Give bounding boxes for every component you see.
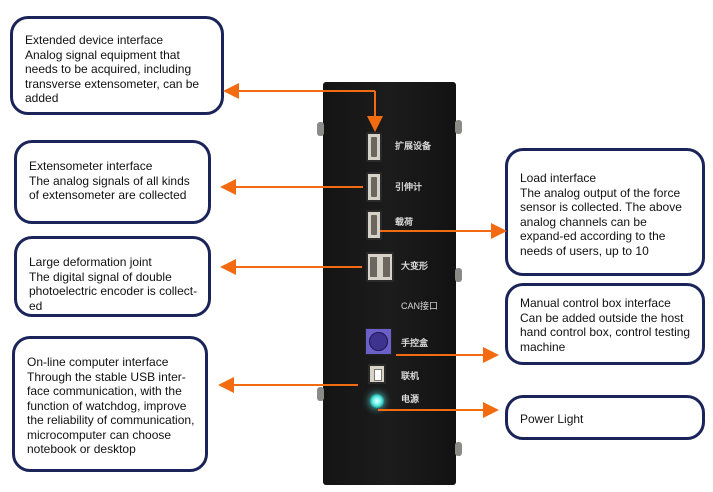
callout-large-deformation: Large deformation joint The digital sign…	[14, 236, 211, 317]
port-label-extended-device: 扩展设备	[395, 141, 432, 151]
callout-online-computer: On-line computer interface Through the s…	[12, 336, 208, 472]
port-label-hand-control-box: 手控盒	[401, 338, 429, 348]
callout-description: Can be added outside the host hand contr…	[520, 310, 691, 354]
usb-port-load	[366, 210, 382, 240]
side-screw	[455, 120, 462, 134]
side-screw	[455, 268, 462, 282]
port-label-can: CAN接口	[401, 301, 439, 311]
callout-title: Load interface	[520, 171, 597, 185]
callout-description: The analog signals of all kinds of exten…	[29, 173, 190, 203]
ps2-port-hand-control-box	[365, 328, 392, 355]
port-label-online: 联机	[401, 371, 420, 381]
side-screw	[317, 122, 324, 136]
callout-title: Manual control box interface	[520, 296, 671, 310]
port-label-large-deformation: 大变形	[401, 261, 429, 271]
callout-extended-device: Extended device interface Analog signal …	[10, 16, 224, 115]
callout-extensometer: Extensometer interface The analog signal…	[14, 140, 211, 224]
usb-b-port-online	[368, 364, 386, 384]
callout-title: Power Light	[520, 412, 584, 426]
callout-power-light: Power Light	[505, 395, 705, 440]
port-label-power: 电源	[401, 394, 420, 404]
usb-port-extended-device	[366, 132, 382, 162]
callout-description: The analog output of the force sensor is…	[520, 185, 682, 258]
side-screw	[455, 442, 462, 456]
usb-port-extensometer	[366, 172, 382, 202]
side-screw	[317, 387, 324, 401]
usb-port-large-deformation	[366, 252, 394, 282]
callout-title: Extensometer interface	[29, 159, 153, 173]
callout-title: Large deformation joint	[29, 255, 152, 269]
power-led-icon	[370, 394, 384, 408]
callout-load: Load interface The analog output of the …	[505, 148, 705, 276]
controller-device-panel: 扩展设备 引伸计 载荷 大变形 CAN接口 手控盒 联机 电源	[317, 82, 462, 485]
callout-description: Analog signal equipment that needs to be…	[25, 47, 200, 106]
callout-description: Through the stable USB inter-face commun…	[27, 369, 195, 457]
callout-description: The digital signal of double photoelectr…	[29, 269, 198, 313]
port-label-extensometer: 引伸计	[395, 182, 423, 192]
port-label-load: 载荷	[395, 217, 414, 227]
callout-title: On-line computer interface	[27, 355, 169, 369]
callout-manual-control-box: Manual control box interface Can be adde…	[505, 283, 705, 365]
callout-title: Extended device interface	[25, 33, 164, 47]
